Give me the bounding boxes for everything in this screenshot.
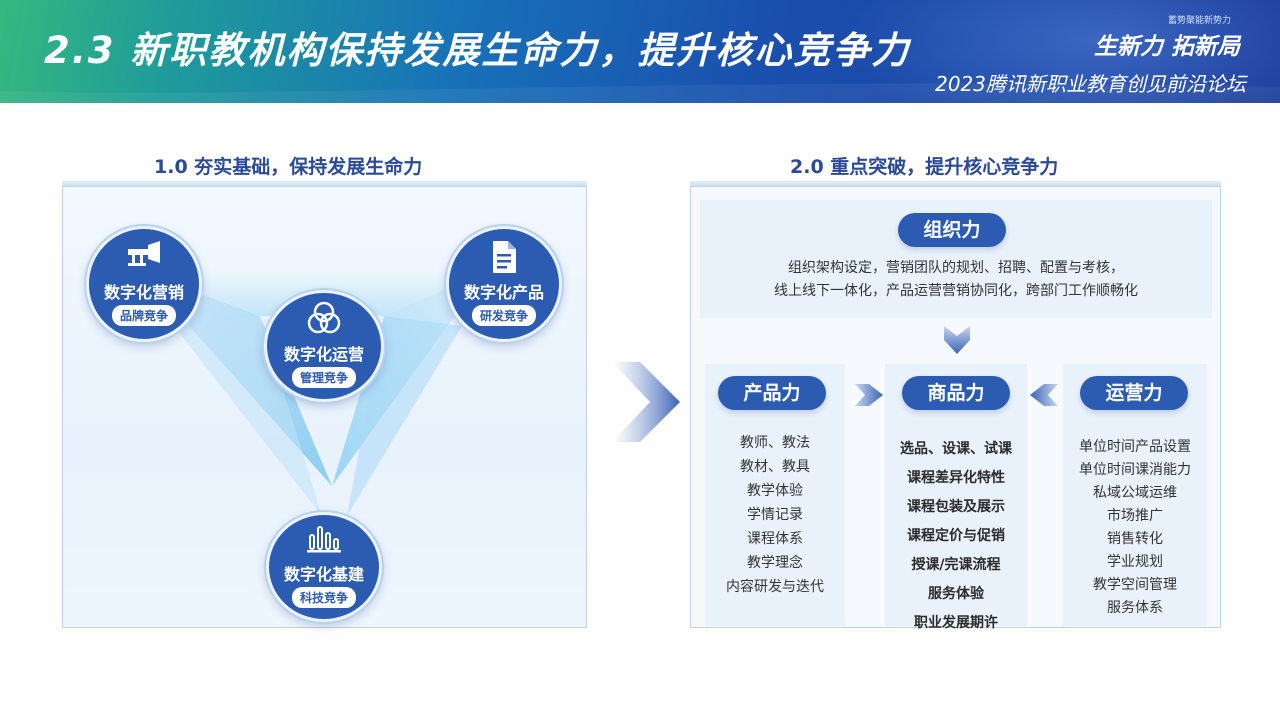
right-panel-topbar <box>690 181 1221 187</box>
operation-pill: 运营力 <box>1080 376 1188 410</box>
node-tag: 管理竞争 <box>291 367 357 388</box>
list-item: 选品、设课、试课 <box>900 441 1012 457</box>
trumpet-icon <box>128 241 160 266</box>
list-item: 服务体系 <box>1107 600 1163 616</box>
org-pill: 组织力 <box>898 213 1006 247</box>
org-text-line1: 组织架构设定，营销团队的规划、招聘、配置与考核， <box>788 260 1124 276</box>
forum-name: 2023腾讯新职业教育创见前沿论坛 <box>935 72 1246 96</box>
list-item: 课程体系 <box>747 531 803 547</box>
down-arrow-icon <box>944 326 970 354</box>
node-tag: 研发竞争 <box>471 305 537 326</box>
header-banner: 2.3 新职教机构保持发展生命力，提升核心竞争力 蓄势聚能新势力 生新力 拓新局… <box>0 0 1280 103</box>
node-digital-infrastructure: 数字化基建 科技竞争 <box>266 512 382 622</box>
node-digital-marketing: 数字化营销 品牌竞争 <box>86 226 202 342</box>
list-item: 内容研发与迭代 <box>726 579 824 595</box>
product-pill: 产品力 <box>718 376 826 410</box>
node-label: 数字化运营 <box>283 345 364 364</box>
document-icon <box>493 241 516 273</box>
list-item: 课程包装及展示 <box>907 499 1005 515</box>
list-item: 授课/完课流程 <box>911 557 1001 573</box>
node-label: 数字化产品 <box>463 283 544 302</box>
right-arrow-icon <box>855 384 883 406</box>
list-item: 服务体验 <box>928 586 984 602</box>
list-item: 课程定价与促销 <box>907 528 1005 544</box>
page-title: 2.3 新职教机构保持发展生命力，提升核心竞争力 <box>44 29 911 72</box>
list-item: 市场推广 <box>1107 508 1163 524</box>
brand-logo: 生新力 拓新局 <box>1094 34 1241 60</box>
right-section-title: 2.0 重点突破，提升核心竞争力 <box>790 156 1059 178</box>
org-text-line2: 线上线下一体化，产品运营营销协同化，跨部门工作顺畅化 <box>774 283 1138 299</box>
list-item: 教学理念 <box>747 555 803 571</box>
left-panel-topbar <box>62 181 587 187</box>
list-item: 课程差异化特性 <box>907 470 1005 486</box>
node-digital-product: 数字化产品 研发竞争 <box>446 226 562 342</box>
brand-tagline: 蓄势聚能新势力 <box>1168 16 1232 26</box>
list-item: 教学体验 <box>747 483 803 499</box>
left-arrow-icon <box>1030 384 1058 406</box>
node-label: 数字化营销 <box>103 283 184 302</box>
node-label: 数字化基建 <box>283 565 364 584</box>
node-digital-operation: 数字化运营 管理竞争 <box>264 290 384 402</box>
left-section-title: 1.0 夯实基础，保持发展生命力 <box>154 156 423 178</box>
list-item: 销售转化 <box>1107 531 1163 547</box>
list-item: 私域公域运维 <box>1093 485 1177 501</box>
bar-chart-icon <box>307 526 341 553</box>
node-tag: 品牌竞争 <box>111 305 177 326</box>
list-item: 教材、教具 <box>740 459 810 475</box>
header-wave <box>0 83 1280 103</box>
list-item: 学情记录 <box>747 507 803 523</box>
list-item: 单位时间课消能力 <box>1079 462 1191 478</box>
rings-icon <box>307 301 341 334</box>
transition-arrow-icon <box>612 362 680 442</box>
list-item: 教学空间管理 <box>1093 577 1177 593</box>
node-tag: 科技竞争 <box>291 587 357 608</box>
list-item: 教师、教法 <box>740 435 810 451</box>
commodity-pill: 商品力 <box>902 376 1010 410</box>
list-item: 职业发展期许 <box>914 615 998 631</box>
header-glow <box>840 0 1280 103</box>
list-item: 单位时间产品设置 <box>1079 439 1191 455</box>
list-item: 学业规划 <box>1107 554 1163 570</box>
